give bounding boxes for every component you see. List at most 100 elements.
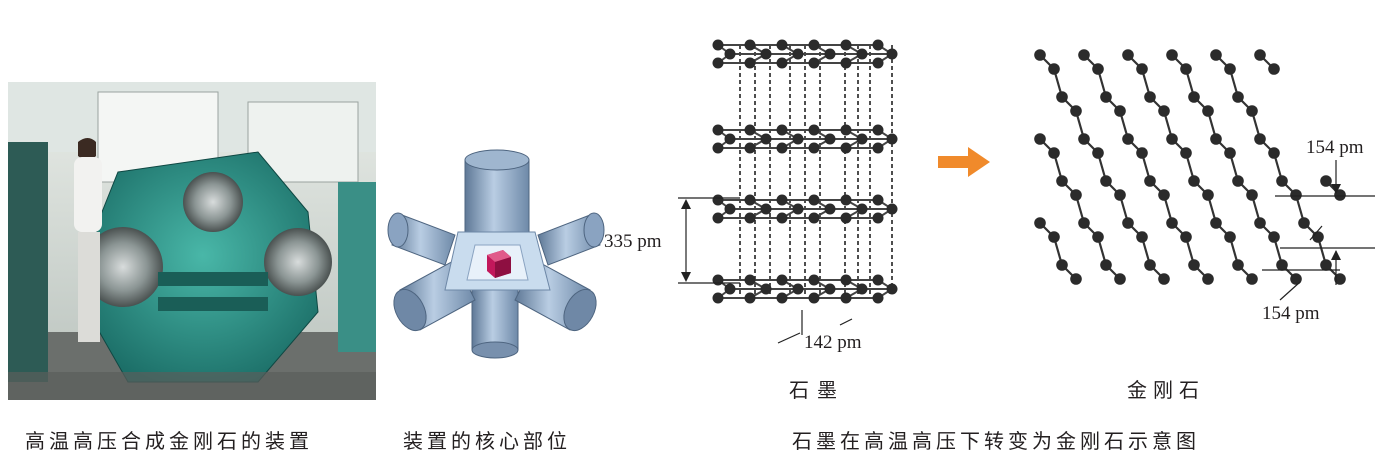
carbon-atom — [1136, 147, 1148, 159]
carbon-atom — [1048, 147, 1060, 159]
carbon-atom — [724, 48, 736, 60]
carbon-atom — [792, 48, 804, 60]
carbon-atom — [1180, 63, 1192, 75]
carbon-atom — [1158, 273, 1170, 285]
carbon-atom — [1092, 147, 1104, 159]
carbon-atom — [1268, 231, 1280, 243]
carbon-atom — [1290, 273, 1302, 285]
carbon-atom — [886, 133, 898, 145]
carbon-atom — [1180, 147, 1192, 159]
diamond-bond-label-top: 154 pm — [1306, 137, 1364, 158]
transform-caption: 石墨在高温高压下转变为金刚石示意图 — [792, 429, 1200, 453]
diamond-bond-label-bottom: 154 pm — [1262, 303, 1320, 324]
carbon-atom — [840, 142, 852, 154]
carbon-atom — [1166, 133, 1178, 145]
carbon-atom — [1224, 231, 1236, 243]
carbon-atom — [724, 283, 736, 295]
carbon-atom — [808, 194, 820, 206]
carbon-atom — [760, 133, 772, 145]
carbon-atom — [1144, 91, 1156, 103]
carbon-atom — [1224, 147, 1236, 159]
dimension-line — [839, 318, 853, 326]
carbon-atom — [1254, 217, 1266, 229]
carbon-atom — [776, 212, 788, 224]
carbon-atom — [886, 283, 898, 295]
carbon-atom — [840, 57, 852, 69]
carbon-atom — [1034, 49, 1046, 61]
carbon-atom — [744, 212, 756, 224]
carbon-atom — [840, 124, 852, 136]
carbon-atom — [872, 142, 884, 154]
carbon-atom — [872, 57, 884, 69]
transform-arrow-icon — [938, 147, 990, 177]
dimension-arrowhead — [681, 272, 691, 282]
carbon-atom — [744, 57, 756, 69]
carbon-atom — [808, 142, 820, 154]
carbon-atom — [1334, 189, 1346, 201]
dimension-arrowhead — [1331, 184, 1341, 194]
carbon-atom — [1224, 63, 1236, 75]
carbon-atom — [1144, 175, 1156, 187]
carbon-atom — [808, 212, 820, 224]
carbon-atom — [1114, 189, 1126, 201]
carbon-atom — [1034, 217, 1046, 229]
carbon-atom — [1122, 217, 1134, 229]
carbon-atom — [1202, 273, 1214, 285]
carbon-atom — [1070, 105, 1082, 117]
carbon-atom — [776, 39, 788, 51]
carbon-atom — [1246, 105, 1258, 117]
carbon-atom — [1188, 91, 1200, 103]
carbon-atom — [886, 203, 898, 215]
carbon-atom — [840, 39, 852, 51]
carbon-atom — [1254, 49, 1266, 61]
carbon-atom — [712, 124, 724, 136]
dimension-arrowhead — [681, 199, 691, 209]
carbon-atom — [712, 57, 724, 69]
carbon-atom — [1070, 273, 1082, 285]
carbon-atom — [1122, 133, 1134, 145]
carbon-atom — [712, 212, 724, 224]
dimension-line — [1309, 225, 1323, 241]
carbon-atom — [792, 283, 804, 295]
carbon-atom — [1092, 231, 1104, 243]
carbon-atom — [872, 212, 884, 224]
carbon-atom — [1056, 175, 1068, 187]
carbon-atom — [856, 283, 868, 295]
carbon-atom — [824, 48, 836, 60]
carbon-atom — [872, 194, 884, 206]
carbon-atom — [1312, 231, 1324, 243]
carbon-atom — [776, 194, 788, 206]
carbon-atom — [1122, 49, 1134, 61]
carbon-atom — [1158, 105, 1170, 117]
carbon-atom — [792, 133, 804, 145]
carbon-atom — [1034, 133, 1046, 145]
carbon-atom — [1048, 63, 1060, 75]
carbon-atom — [824, 283, 836, 295]
carbon-atom — [1092, 63, 1104, 75]
carbon-atom — [886, 48, 898, 60]
carbon-atom — [792, 203, 804, 215]
carbon-atom — [1290, 189, 1302, 201]
carbon-atom — [808, 57, 820, 69]
carbon-atom — [808, 124, 820, 136]
carbon-atom — [1166, 217, 1178, 229]
carbon-atom — [856, 48, 868, 60]
carbon-atom — [760, 283, 772, 295]
carbon-atom — [1114, 273, 1126, 285]
carbon-atom — [744, 124, 756, 136]
carbon-atom — [1232, 91, 1244, 103]
carbon-atom — [776, 142, 788, 154]
carbon-atom — [1276, 175, 1288, 187]
carbon-atom — [1078, 217, 1090, 229]
core-caption: 装置的核心部位 — [403, 429, 571, 453]
carbon-atom — [872, 274, 884, 286]
carbon-atom — [856, 133, 868, 145]
carbon-atom — [808, 292, 820, 304]
carbon-atom — [744, 39, 756, 51]
carbon-atom — [1210, 133, 1222, 145]
carbon-atom — [840, 194, 852, 206]
carbon-atom — [712, 142, 724, 154]
carbon-atom — [776, 292, 788, 304]
diamond-structure — [1034, 49, 1375, 301]
carbon-atom — [1056, 259, 1068, 271]
